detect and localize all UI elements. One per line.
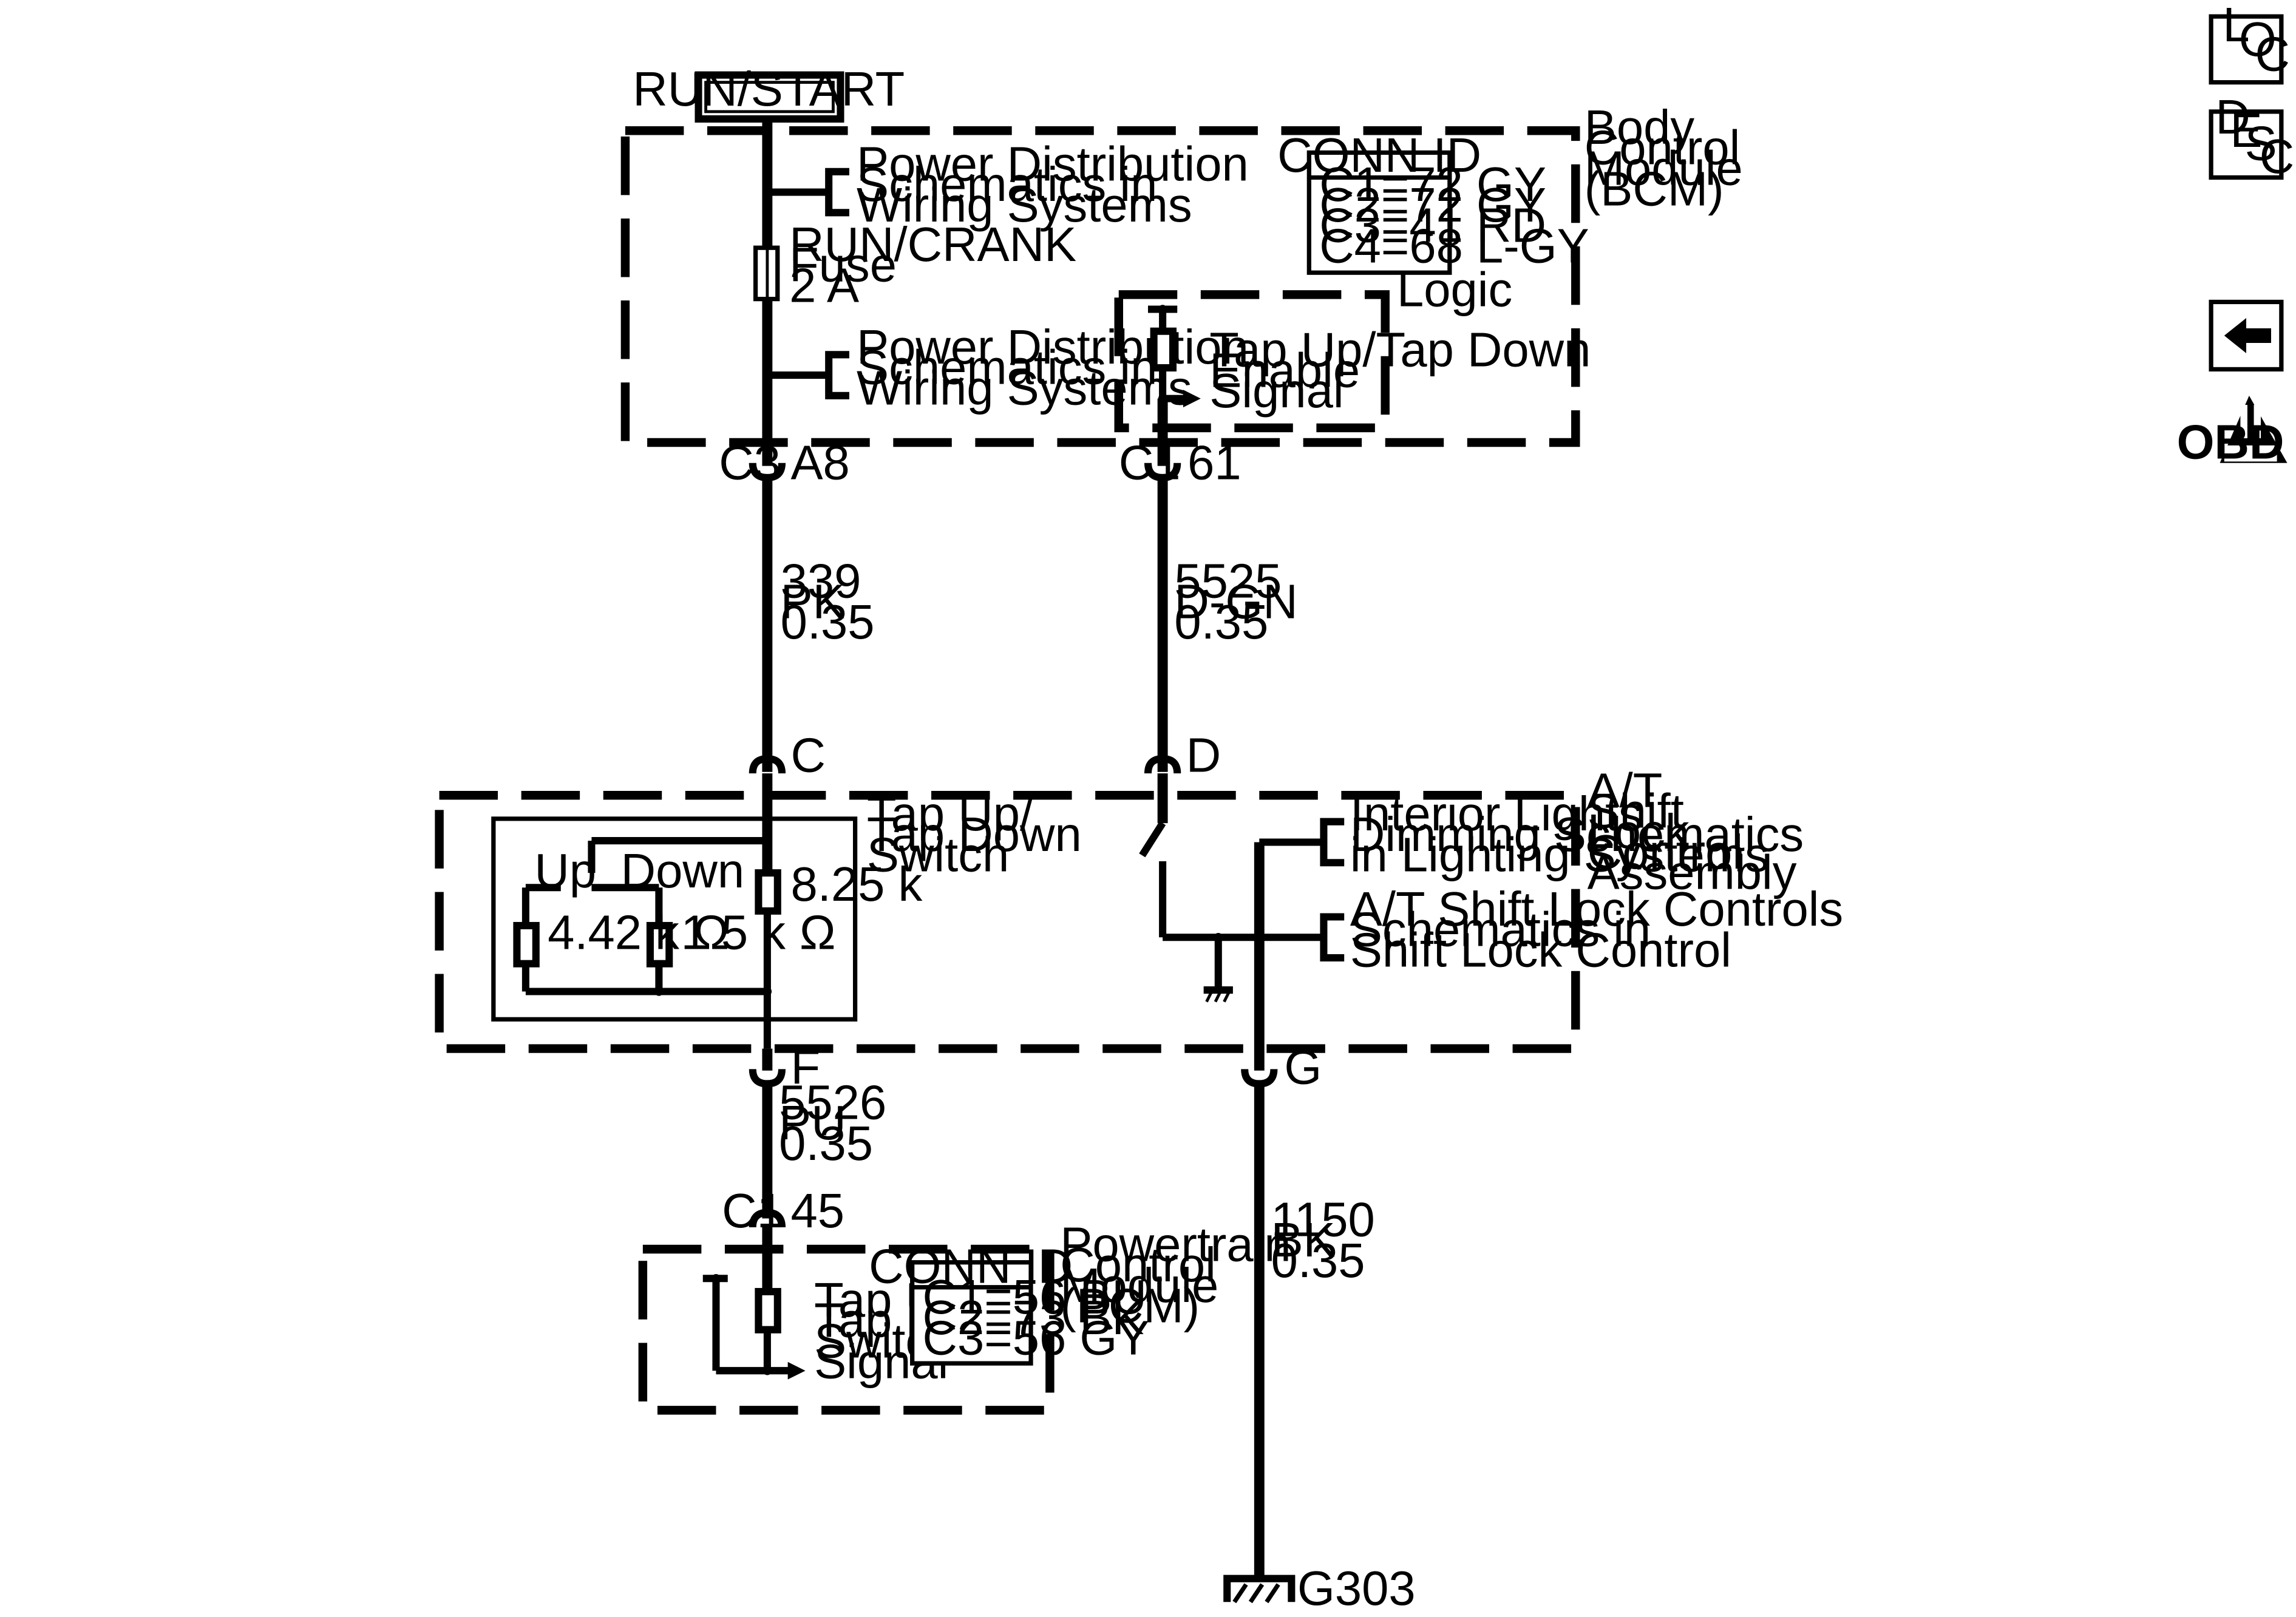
bcm-conn-id-table: CONN ID C1=72 GY C2=72 GY C3=41 RD C4=68… <box>1277 128 1589 275</box>
svg-text:C1: C1 <box>1119 435 1181 489</box>
svg-text:G: G <box>1284 1040 1322 1094</box>
interior-lights-ref: Interior Lights Dimming Schematics in Li… <box>1350 787 1817 882</box>
ground-label: G303 <box>1297 1561 1416 1615</box>
svg-text:45: 45 <box>790 1184 844 1238</box>
svg-text:C: C <box>2260 129 2294 183</box>
logic-label: Logic <box>1397 263 1512 317</box>
pcm-name: Powertrain Control Module (PCM) <box>1060 1217 1304 1332</box>
r1-label: 8.25 k <box>790 857 922 911</box>
svg-text:A8: A8 <box>790 435 849 489</box>
run-start-label: RUN/START <box>633 62 905 116</box>
svg-text:D: D <box>1186 728 1221 782</box>
wire-5525-label: 5525 D-GN 0.35 <box>1174 554 1311 649</box>
logic-circuit: Tap Up/Tap Down Enable Signal <box>1148 305 1604 466</box>
back-arrow-button[interactable] <box>2209 299 2284 372</box>
back-arrow-icon <box>2224 317 2271 353</box>
svg-text:II: II <box>2237 395 2264 449</box>
connector-c: C <box>749 728 826 782</box>
wire-5526-label: 5526 PU 0.35 <box>779 1075 900 1170</box>
obd-ii-button[interactable]: II OBD II <box>2177 395 2296 469</box>
wire-1150-label: 1150 BK 0.35 <box>1271 1192 1388 1287</box>
tap-switch-box <box>491 816 858 1022</box>
shift-lock-boundary <box>435 791 1580 1053</box>
connector-c1-45: C1 45 <box>722 1184 844 1238</box>
connector-d: D <box>1144 728 1221 782</box>
pcm-conn-id-table: CONN ID C1=56 BU C2=73 BK C3=56 GY <box>869 1239 1160 1366</box>
shift-lock-switch-circuit: Interior Lights Dimming Schematics in Li… <box>1139 773 1856 1071</box>
bcm-name: Body Control Module (BCM) <box>1584 100 1756 215</box>
tap-switch-circuit: Up Down 8.25 k 4.42 k Ω 1.5 k Ω <box>513 773 922 1049</box>
bcm-boundary <box>620 126 1580 447</box>
tap-switch-label: Tap Up/ Tap Down Switch <box>867 787 1095 882</box>
bcm-conn-id-title: CONN ID <box>1277 128 1481 182</box>
svg-text:C: C <box>790 728 825 782</box>
svg-text:L: L <box>2223 0 2249 52</box>
pcm-conn-id-rows: C1=56 BU C2=73 BK C3=56 GY <box>923 1270 1160 1365</box>
logic-boundary <box>1114 290 1390 433</box>
location-button[interactable]: L O C <box>2209 0 2290 85</box>
svg-text:D: D <box>2215 90 2250 144</box>
connector-c1-61: C1 61 <box>1119 435 1241 489</box>
svg-text:O: O <box>2239 12 2277 66</box>
svg-text:Power Distribution Schem: Power Distribution Schematics in Wiring … <box>857 320 1262 415</box>
svg-text:E: E <box>2230 103 2262 157</box>
connector-g: G <box>1241 1040 1322 1094</box>
svg-text:61: 61 <box>1187 435 1241 489</box>
pcm-conn-id-title: CONN ID <box>869 1239 1073 1293</box>
svg-text:Power Distribution Schem: Power Distribution Schematics in Wiring … <box>857 137 1262 232</box>
power-dist-ref-upper: Power Distribution Schematics in Wiring … <box>763 137 1262 232</box>
ground-g303: G303 <box>1223 1561 1416 1615</box>
pcm-boundary <box>638 1244 1055 1415</box>
wire-339-label: 339 PK 0.35 <box>781 554 875 649</box>
shift-lock-name: A/T Shift Lock Control Assembly <box>1588 764 1797 900</box>
run-crank-fuse: RUN/CRANK Fuse 2 A <box>753 217 1090 313</box>
r2-label: 4.42 k Ω <box>548 906 730 960</box>
r3-label: 1.5 k Ω <box>681 906 837 960</box>
run-start-source: RUN/START <box>633 62 905 123</box>
down-label: Down <box>621 844 744 898</box>
description-button[interactable]: D E S C <box>2209 90 2294 183</box>
svg-text:RUN/CRANK Fuse 2 A: RUN/CRANK Fuse 2 A <box>789 217 1090 313</box>
svg-text:C: C <box>2255 27 2289 81</box>
svg-text:C1: C1 <box>722 1184 784 1238</box>
power-dist-ref-lower: Power Distribution Schematics in Wiring … <box>763 320 1262 415</box>
shift-lock-ref: A/T Shift Lock Controls Schematics in Sh… <box>1350 882 1856 977</box>
svg-text:S: S <box>2245 116 2277 170</box>
svg-text:F: F <box>790 1040 820 1094</box>
bcm-conn-id-rows: C1=72 GY C2=72 GY C3=41 RD C4=68 L-GY <box>1319 157 1589 273</box>
svg-text:OBD II: OBD II <box>2177 415 2296 469</box>
up-label: Up <box>534 844 596 898</box>
svg-text:Tap Up/Tap Down Enable: Tap Up/Tap Down Enable Signal <box>1209 323 1604 418</box>
